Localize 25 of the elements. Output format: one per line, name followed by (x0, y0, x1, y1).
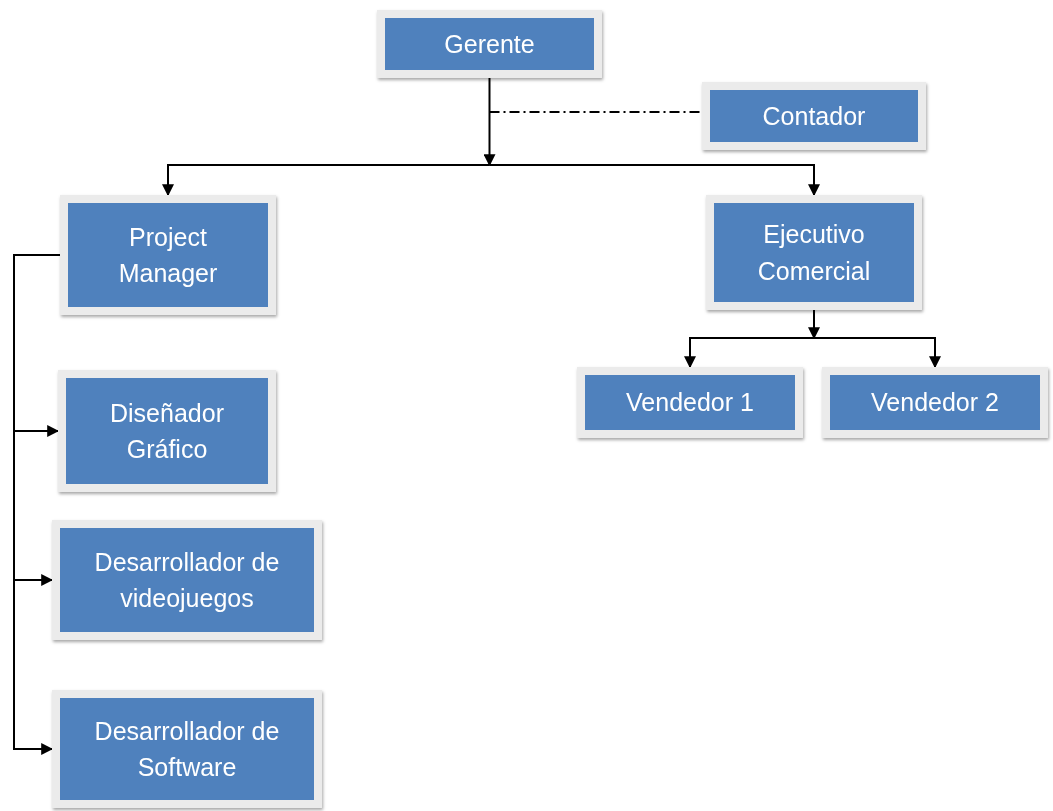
position-box (822, 367, 1048, 438)
position-title: Project Manager (117, 221, 219, 289)
position-box (702, 82, 926, 150)
arrow (162, 164, 491, 197)
position-title: Gerente (443, 28, 536, 60)
position-title: Ejecutivo Comercial (756, 219, 872, 287)
position-title: Contador (761, 100, 867, 132)
position-title: Vendedor 1 (625, 387, 755, 419)
position-box (52, 520, 322, 640)
connector-line (488, 111, 703, 113)
position-box (52, 690, 322, 808)
arrow (808, 309, 820, 340)
arrow (684, 337, 815, 369)
arrow (488, 164, 820, 197)
position-box (577, 367, 803, 438)
position-box (60, 195, 276, 315)
position-box (58, 370, 276, 492)
position-title: Desarrollador de Software (93, 715, 281, 783)
position-title: Vendedor 2 (870, 387, 1000, 419)
position-title: Diseñador Gráfico (109, 397, 225, 465)
arrow (813, 337, 941, 369)
position-box (706, 195, 922, 310)
position-box (377, 10, 602, 78)
position-title: Desarrollador de videojuegos (93, 546, 281, 614)
arrow (483, 77, 496, 167)
